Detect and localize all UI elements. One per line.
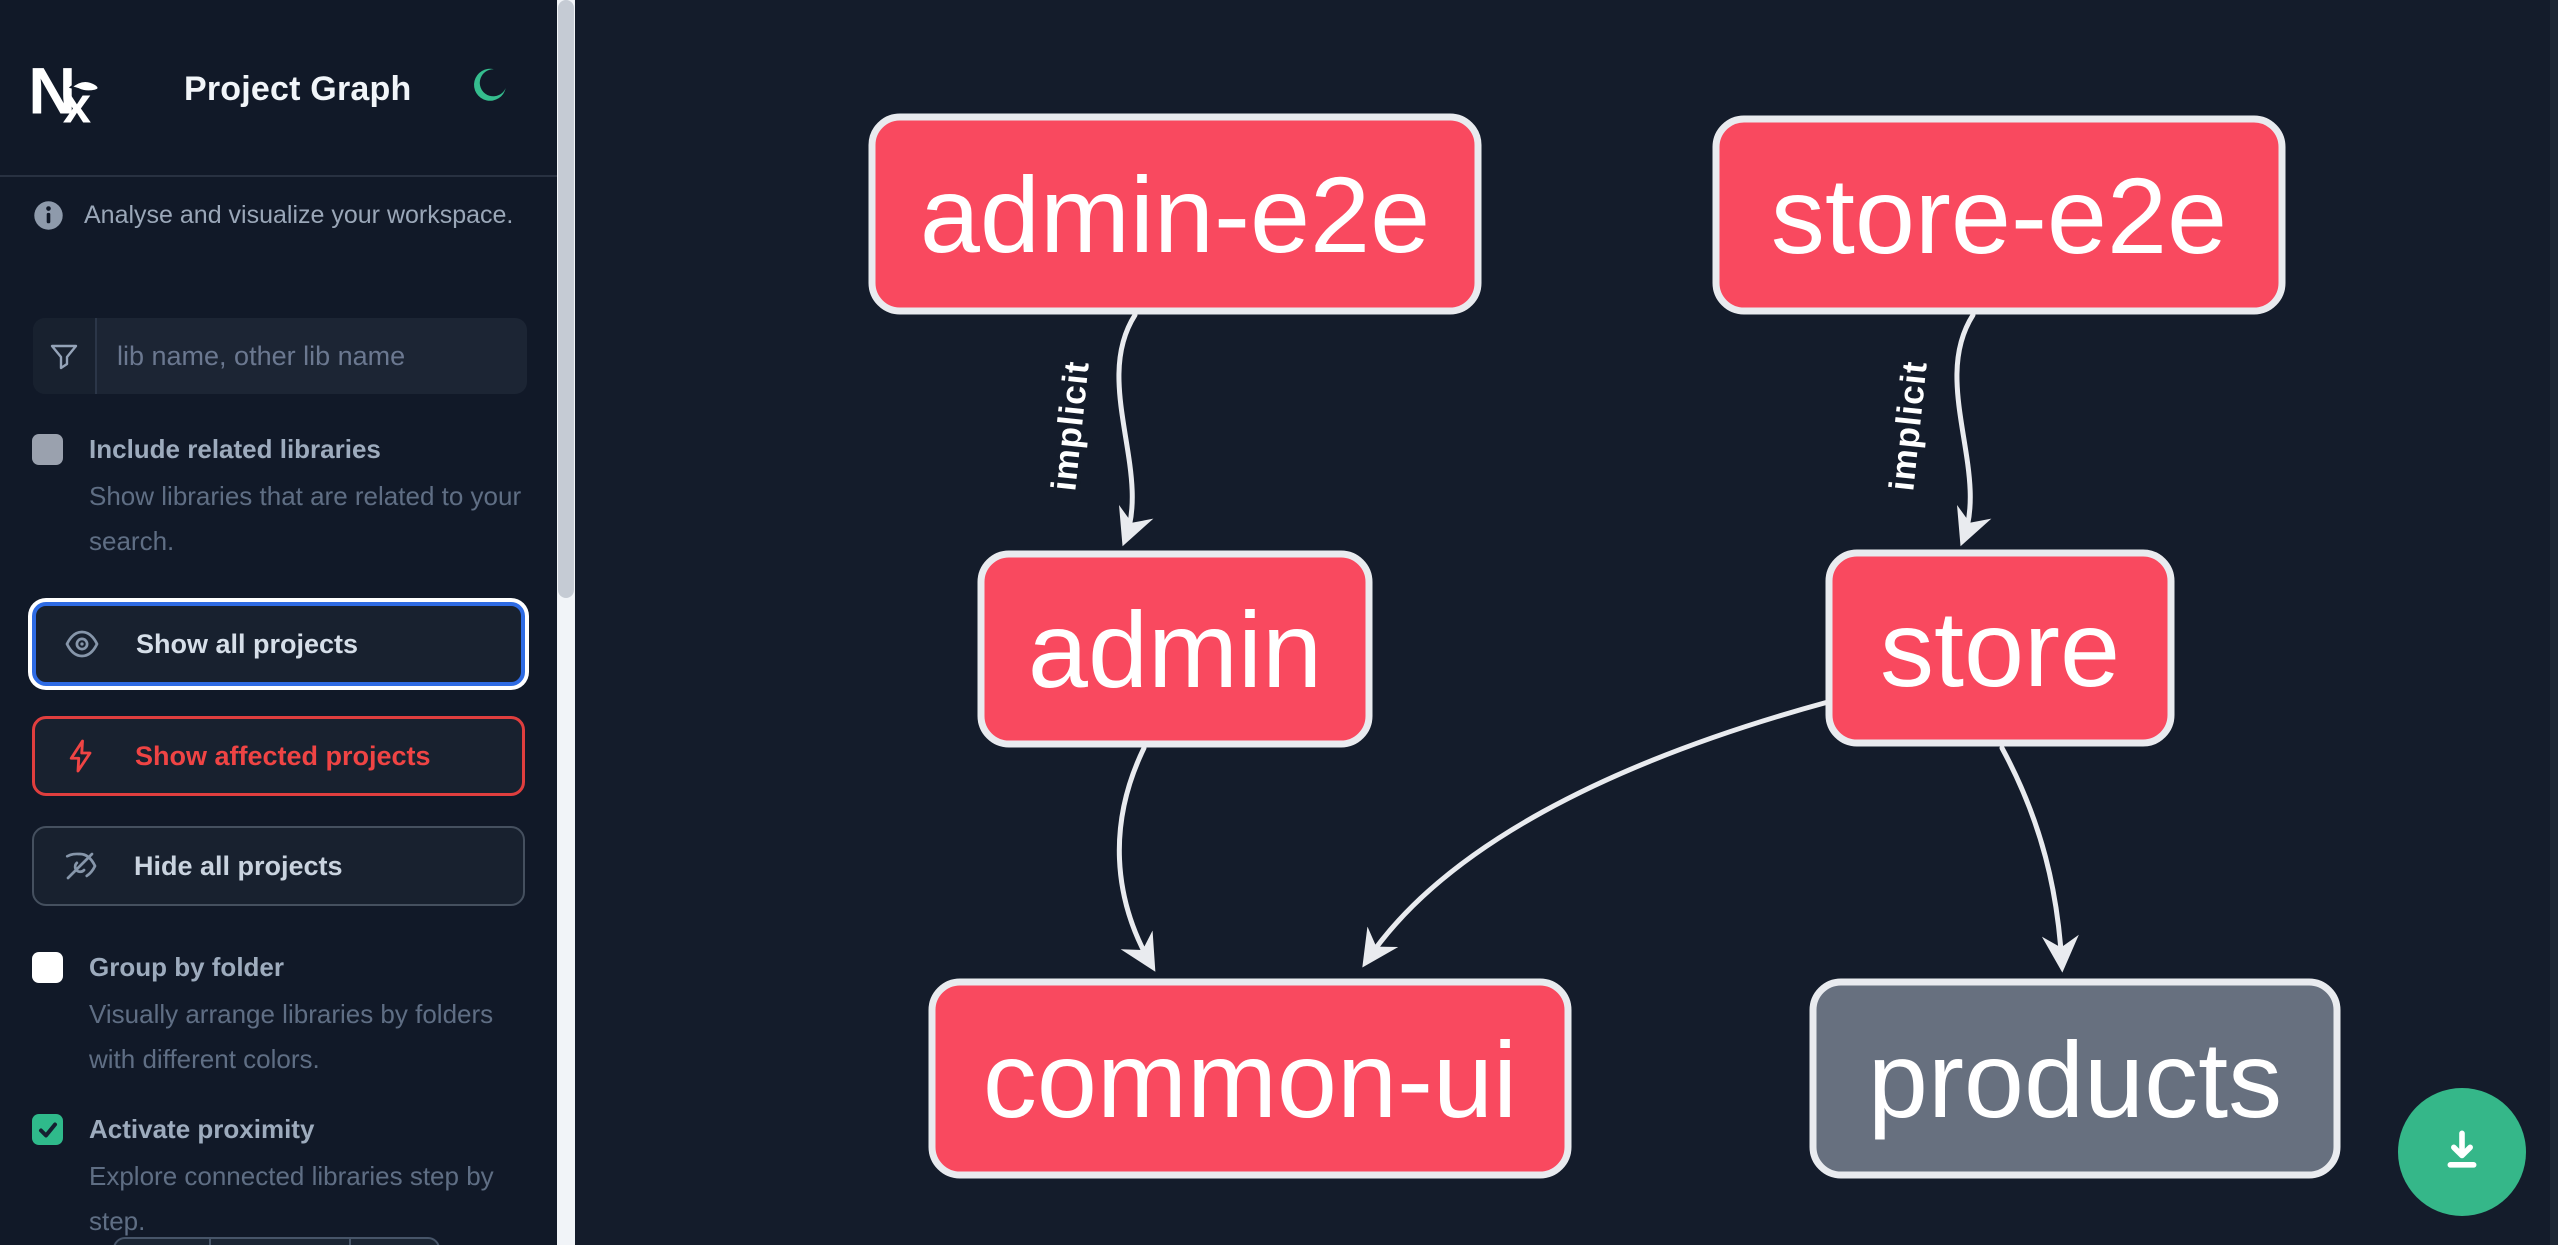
theme-toggle-button[interactable] <box>468 64 512 108</box>
edge-admin-e2e-to-admin <box>1116 312 1154 547</box>
option-group-by-folder: Group by folder Visually arrange librari… <box>32 950 525 1082</box>
graph-node-store-e2e[interactable]: store-e2e <box>1712 115 2286 315</box>
edge-store-to-products <box>1999 745 2079 973</box>
show-all-projects-button[interactable]: Show all projects <box>32 602 525 686</box>
edge-label-implicit: implicit <box>1882 359 1934 493</box>
option-activate-proximity: Activate proximity Explore connected lib… <box>32 1112 525 1244</box>
graph-node-products[interactable]: products <box>1809 978 2341 1179</box>
option-label[interactable]: Include related libraries <box>89 434 381 464</box>
lightning-icon <box>69 739 92 773</box>
page-scrollbar-track[interactable] <box>2550 0 2558 1245</box>
sidebar-header: N x Project Graph <box>0 0 557 177</box>
page-title: Project Graph <box>184 70 412 108</box>
search-box <box>33 318 527 394</box>
option-include-related: Include related libraries Show libraries… <box>32 432 525 564</box>
edge-label-implicit: implicit <box>1044 359 1096 493</box>
filter-icon-segment <box>33 318 97 394</box>
search-input[interactable] <box>97 318 527 394</box>
node-label: common-ui <box>983 1019 1517 1140</box>
funnel-icon <box>50 344 78 370</box>
node-label: admin-e2e <box>920 154 1430 275</box>
nx-logo-icon: N x <box>31 56 100 126</box>
button-label: Show all projects <box>136 628 359 659</box>
edge-store-to-common-ui <box>1362 699 1831 968</box>
include-related-checkbox[interactable] <box>32 434 63 465</box>
button-label: Show affected projects <box>135 740 431 771</box>
sidebar-scrollbar[interactable] <box>557 0 575 1245</box>
edge-admin-to-common-ui <box>1116 745 1156 972</box>
eye-off-icon <box>65 852 97 880</box>
download-graph-button[interactable] <box>2398 1088 2526 1216</box>
sidebar: N x Project Graph Analyse and visualize … <box>0 0 575 1245</box>
info-text: Analyse and visualize your workspace. <box>84 201 514 229</box>
graph-node-admin-e2e[interactable]: admin-e2e <box>868 113 1482 315</box>
option-label[interactable]: Group by folder <box>89 952 284 982</box>
download-icon <box>2447 1130 2477 1168</box>
node-label: store <box>1880 588 2120 709</box>
stepper-decrement[interactable] <box>115 1239 211 1245</box>
node-label: admin <box>1028 589 1322 710</box>
node-label: products <box>1868 1019 2282 1140</box>
checkmark-icon <box>38 1122 57 1137</box>
button-label: Hide all projects <box>134 850 343 881</box>
activate-proximity-checkbox[interactable] <box>32 1114 63 1145</box>
edge-store-e2e-to-store <box>1954 312 1992 547</box>
graph-node-common-ui[interactable]: common-ui <box>928 978 1572 1179</box>
show-affected-projects-button[interactable]: Show affected projects <box>32 716 525 796</box>
group-by-folder-checkbox[interactable] <box>32 952 63 983</box>
graph-canvas[interactable]: implicit implicit admin-e2e store-e2e ad… <box>575 0 2558 1245</box>
hide-all-projects-button[interactable]: Hide all projects <box>32 826 525 906</box>
node-label: store-e2e <box>1771 155 2227 276</box>
info-icon <box>34 201 63 230</box>
graph-node-admin[interactable]: admin <box>977 550 1373 748</box>
svg-text:N: N <box>31 56 76 126</box>
eye-icon <box>65 630 99 658</box>
option-description: Visually arrange libraries by folders wi… <box>89 999 494 1074</box>
stepper-value <box>211 1239 351 1245</box>
sidebar-scrollbar-thumb[interactable] <box>558 0 574 598</box>
graph-node-store[interactable]: store <box>1825 549 2175 747</box>
workspace-info: Analyse and visualize your workspace. <box>33 200 513 231</box>
moon-icon <box>474 68 506 101</box>
option-label[interactable]: Activate proximity <box>89 1114 315 1144</box>
option-description: Explore connected libraries step by step… <box>89 1161 494 1236</box>
option-description: Show libraries that are related to your … <box>89 481 522 556</box>
